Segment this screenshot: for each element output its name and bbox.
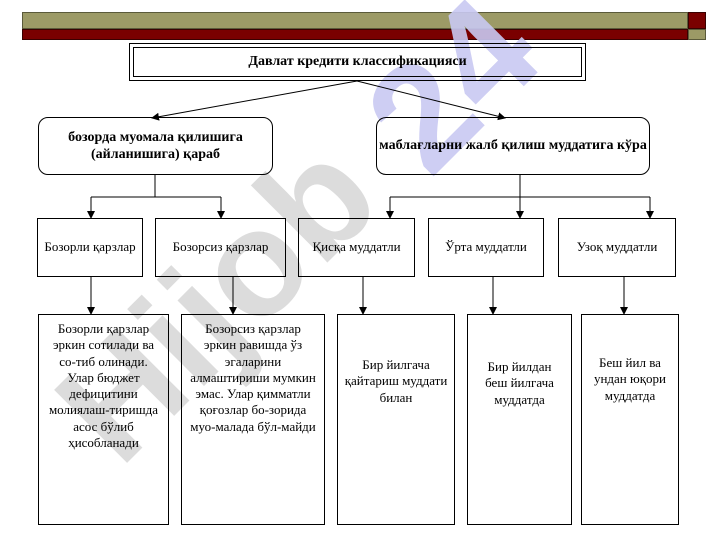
category-long-term: Узоқ муддатли bbox=[558, 218, 676, 277]
branch-circulation: бозорда муомала қилишига (айланишига) қа… bbox=[38, 117, 273, 175]
category-short-term: Қисқа муддатли bbox=[298, 218, 415, 277]
header-band-olive bbox=[22, 12, 688, 29]
category-medium-term: Ўрта муддатли bbox=[428, 218, 544, 277]
description-nonmarket-debts: Бозорсиз қарзлар эркин равишда ўз эгалар… bbox=[181, 314, 325, 525]
header-square-maroon bbox=[688, 12, 706, 29]
description-medium-term: Бир йилдан беш йилгача муддатда bbox=[467, 314, 572, 525]
branch-term: маблағларни жалб қилиш муддатига кўра bbox=[376, 117, 650, 175]
header-band-maroon bbox=[22, 29, 688, 40]
description-market-debts: Бозорли қарзлар эркин сотилади ва со-тиб… bbox=[38, 314, 169, 525]
title-frame bbox=[129, 43, 586, 81]
description-long-term: Беш йил ва ундан юқори муддатда bbox=[581, 314, 679, 525]
header-square-olive bbox=[688, 29, 706, 40]
diagram-title: Давлат кредити классификацияси bbox=[133, 47, 582, 77]
description-short-term: Бир йилгача қайтариш муддати билан bbox=[337, 314, 455, 525]
category-nonmarket-debts: Бозорсиз қарзлар bbox=[155, 218, 286, 277]
category-market-debts: Бозорли қарзлар bbox=[37, 218, 143, 277]
